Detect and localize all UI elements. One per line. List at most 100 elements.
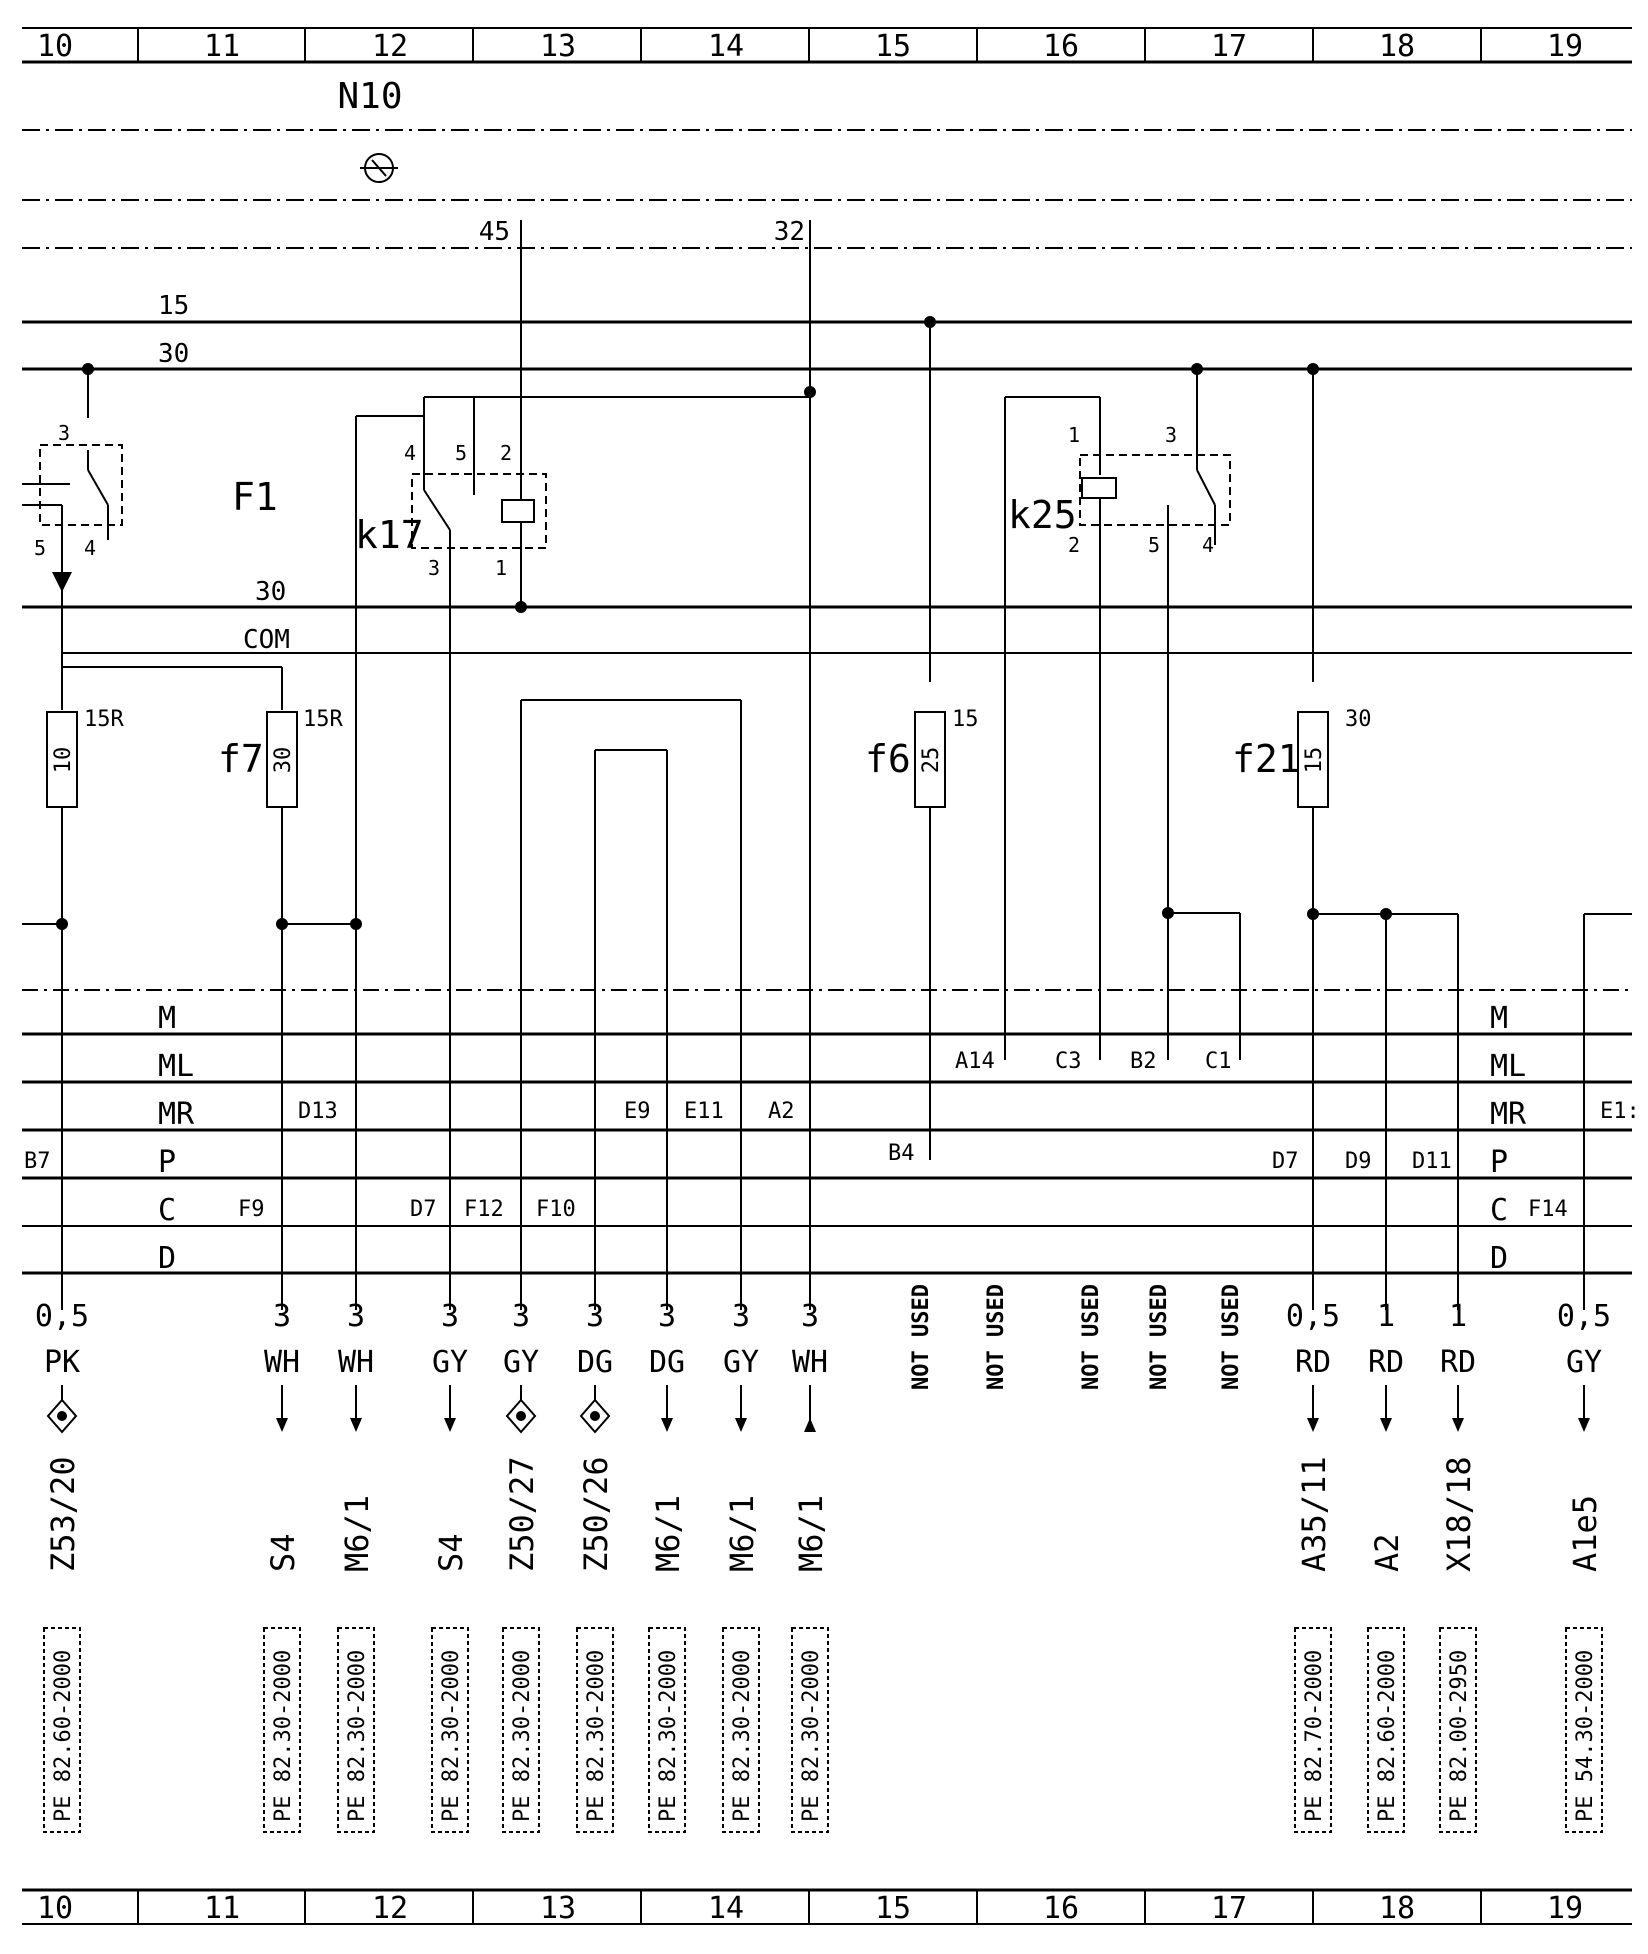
wire-reference: PE 82.70-2000	[1302, 1650, 1327, 1822]
wire-color: PK	[44, 1345, 80, 1380]
wire-destination: Z50/27	[503, 1456, 541, 1572]
wire-size: 3	[658, 1299, 676, 1334]
grid-num-bottom-17: 17	[1211, 1891, 1247, 1926]
wire-destination: Z53/20	[44, 1456, 82, 1572]
wire-destination: A2	[1368, 1533, 1406, 1572]
bottom-grid	[22, 1888, 1632, 1925]
grid-num-bottom-11: 11	[204, 1891, 240, 1926]
relay-k17-pin-1: 1	[495, 556, 507, 580]
grid-num-top-16: 16	[1043, 29, 1079, 64]
grid-num-top-14: 14	[708, 29, 744, 64]
row-label-left-m: M	[158, 1001, 176, 1036]
bus-label-30: 30	[158, 339, 189, 369]
fuse-f6-label: f6	[865, 737, 911, 781]
fuse-f7-terminal: 15R	[303, 707, 343, 732]
relay-k17-label: k17	[355, 513, 424, 557]
pin-label-d11: D11	[1412, 1149, 1452, 1174]
grid-num-top-10: 10	[37, 29, 73, 64]
pin-label-b4: B4	[888, 1141, 915, 1166]
module-pin-32: 32	[774, 217, 805, 247]
fuse-block-label: F1	[232, 475, 278, 519]
grid-num-bottom-13: 13	[540, 1891, 576, 1926]
pin-label-d13: D13	[298, 1099, 338, 1124]
wire-reference: PE 82.30-2000	[510, 1650, 535, 1822]
not-used-1: NOT USED	[909, 1284, 934, 1390]
wire-size: 3	[732, 1299, 750, 1334]
relay-k17-pin-4: 4	[404, 441, 416, 465]
relay-k17-pin-3: 3	[428, 556, 440, 580]
wire-reference: PE 54.30-2000	[1573, 1650, 1598, 1822]
pin-label-e1: E1:	[1600, 1099, 1640, 1124]
arrow-down-icon	[1578, 1418, 1590, 1432]
fuse-f21-label: f21	[1232, 737, 1301, 781]
wire-size: 3	[441, 1299, 459, 1334]
wire-size: 3	[801, 1299, 819, 1334]
wire-color: WH	[264, 1345, 300, 1380]
wire-reference: PE 82.30-2000	[799, 1650, 824, 1822]
wire-end-symbols	[46, 1385, 1590, 1434]
arrow-down-icon	[1380, 1418, 1392, 1432]
ground-diamond-icon	[505, 1398, 537, 1434]
row-label-left-ml: ML	[158, 1049, 194, 1084]
relay-k17	[411, 220, 816, 613]
grid-num-bottom-16: 16	[1043, 1891, 1079, 1926]
wire-reference: PE 82.60-2000	[1375, 1650, 1400, 1822]
bus-lines	[22, 320, 1632, 654]
wire-size: 0,5	[35, 1299, 89, 1334]
arrow-down-icon	[1307, 1418, 1319, 1432]
grid-num-bottom-10: 10	[37, 1891, 73, 1926]
row-label-right-ml: ML	[1490, 1049, 1526, 1084]
module-symbol-icon	[360, 153, 398, 183]
pin-label-c3: C3	[1055, 1049, 1082, 1074]
grid-num-bottom-14: 14	[708, 1891, 744, 1926]
wire-destination: X18/18	[1440, 1456, 1478, 1572]
wire-size: 1	[1449, 1299, 1467, 1334]
grid-num-top-17: 17	[1211, 29, 1247, 64]
left-relay-pin-3: 3	[58, 421, 70, 445]
fuse-f21-terminal: 30	[1345, 707, 1372, 732]
wire-size: 0,5	[1286, 1299, 1340, 1334]
grid-num-bottom-12: 12	[372, 1891, 408, 1926]
wire-reference: PE 82.30-2000	[584, 1650, 609, 1822]
row-label-right-p: P	[1490, 1145, 1508, 1180]
pin-label-f10: F10	[536, 1197, 576, 1222]
pin-label-d9: D9	[1345, 1149, 1372, 1174]
wire-destination: A35/11	[1295, 1456, 1333, 1572]
left-relay-pin-5: 5	[34, 536, 46, 560]
relay-k25-pin-1: 1	[1068, 423, 1080, 447]
relay-k25-pin-2: 2	[1068, 533, 1080, 557]
wire-reference: PE 82.60-2000	[51, 1650, 76, 1822]
left-relay	[22, 363, 123, 653]
wire-color: RD	[1295, 1345, 1331, 1380]
wire-destination: S4	[264, 1533, 302, 1572]
not-used-4: NOT USED	[1147, 1284, 1172, 1390]
grid-num-top-15: 15	[875, 29, 911, 64]
left-relay-pin-4: 4	[84, 536, 96, 560]
row-label-right-d: D	[1490, 1241, 1508, 1276]
wire-destination: M6/1	[338, 1495, 376, 1572]
pin-label-d7: D7	[410, 1197, 437, 1222]
row-label-left-c: C	[158, 1193, 176, 1228]
reference-boxes	[43, 1627, 1603, 1833]
wire-size: 1	[1377, 1299, 1395, 1334]
wire-color: GY	[723, 1345, 759, 1380]
wire-color: GY	[503, 1345, 539, 1380]
arrow-down-icon	[735, 1418, 747, 1432]
wire-size: 0,5	[1557, 1299, 1611, 1334]
wire-reference: PE 82.30-2000	[730, 1650, 755, 1822]
fuse-f7-rating: 30	[271, 747, 296, 774]
wire-size: 3	[512, 1299, 530, 1334]
wire-destination: Z50/26	[577, 1456, 615, 1572]
row-label-left-mr: MR	[158, 1097, 195, 1132]
not-used-5: NOT USED	[1219, 1284, 1244, 1390]
pin-label-a14: A14	[955, 1049, 995, 1074]
wire-reference: PE 82.30-2000	[271, 1650, 296, 1822]
arrow-down-icon	[276, 1418, 288, 1432]
row-label-right-mr: MR	[1490, 1097, 1527, 1132]
top-grid	[22, 27, 1632, 64]
wire-reference: PE 82.30-2000	[439, 1650, 464, 1822]
row-label-right-c: C	[1490, 1193, 1508, 1228]
relay-k25-pin-4: 4	[1202, 533, 1214, 557]
